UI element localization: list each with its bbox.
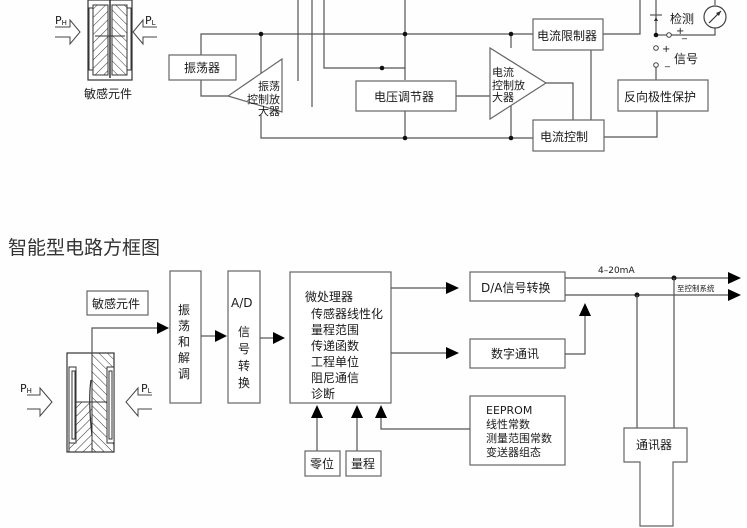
top-sensor <box>87 0 133 81</box>
detect-label: 检测 <box>670 11 694 26</box>
terminal <box>666 32 672 38</box>
span-label: 量程 <box>351 456 375 471</box>
current-amp-line3: 大器 <box>492 90 514 104</box>
oscillator-label: 振荡器 <box>184 61 220 75</box>
bottom-pl-arrow <box>125 386 152 418</box>
osc-amp-line2: 控制放 <box>247 92 280 106</box>
bottom-sensor <box>66 352 115 453</box>
ad-char: 转 <box>238 358 250 373</box>
ad-char: 号 <box>238 342 250 356</box>
communicator-label: 通讯器 <box>636 438 672 452</box>
demod-char: 调 <box>178 367 190 381</box>
arrow-right <box>728 272 741 284</box>
top-ph-arrow <box>55 18 81 46</box>
bottom-sensor-label: 敏感元件 <box>92 296 140 311</box>
diagram-title: 智能型电路方框图 <box>8 237 161 259</box>
eeprom-line: 线性常数 <box>486 417 530 431</box>
junction-dot <box>402 31 408 37</box>
arrow-right <box>728 289 741 301</box>
osc-amp-line3: 大器 <box>258 104 280 118</box>
oscillator-box <box>168 54 237 81</box>
zero-label: 零位 <box>310 456 334 471</box>
current-amp-line2: 控制放 <box>492 78 525 92</box>
signal-label: 信号 <box>674 52 698 66</box>
voltage-regulator-label: 电压调节器 <box>374 90 434 104</box>
eeprom-line: 测量范围常数 <box>486 431 552 445</box>
ad-title: A/D <box>231 296 253 310</box>
reverse-protection-label: 反向极性保护 <box>624 89 696 104</box>
demod-box <box>169 270 202 404</box>
bottom-ph-label: PH <box>20 382 32 395</box>
demod-char: 解 <box>178 351 190 365</box>
bottom-sensor-box <box>86 290 149 316</box>
junction-dot <box>258 31 264 37</box>
zero-box <box>304 450 341 477</box>
eeprom-line: EEPROM <box>486 404 532 417</box>
signal-minus: _ <box>664 57 671 68</box>
junction-dot <box>379 65 385 71</box>
detect-minus: _ <box>681 29 688 40</box>
arrow-up <box>579 303 591 316</box>
ad-box <box>227 270 261 404</box>
junction-dot <box>508 135 514 141</box>
junction-dot <box>653 32 659 38</box>
current-amp-triangle <box>489 46 548 121</box>
current-limiter-label: 电流限制器 <box>537 29 597 43</box>
current-limiter-box <box>532 18 604 51</box>
to-control-label: 至控制系统 <box>677 283 715 293</box>
da-label: D/A信号转换 <box>481 280 551 295</box>
bottom-pl-label: PL <box>141 382 152 395</box>
arrow-up <box>351 405 363 418</box>
current-amp-line1: 电流 <box>492 65 514 79</box>
top-ph-label: PH <box>55 14 67 27</box>
ammeter-icon <box>703 5 727 29</box>
da-box <box>469 271 566 302</box>
voltage-regulator-box <box>355 80 457 112</box>
osc-amp-triangle <box>226 57 283 113</box>
terminal <box>653 62 659 68</box>
current-control-label: 电流控制 <box>540 130 588 144</box>
mcu-line: 微处理器 <box>305 290 353 304</box>
eeprom-line: 变送器组态 <box>486 445 541 459</box>
digital-comm-label: 数字通讯 <box>491 346 539 361</box>
ad-char: 换 <box>238 376 250 390</box>
junction-dot <box>402 135 408 141</box>
current-control-box <box>532 119 605 152</box>
reverse-protection-box <box>617 79 709 112</box>
current-range-label: 4–20mA <box>598 266 635 276</box>
top-sensor-label: 敏感元件 <box>84 86 132 101</box>
arrow-right <box>215 330 227 342</box>
arrow-up <box>311 405 323 418</box>
mcu-line: 传感器线性化 <box>311 306 383 321</box>
junction-dot <box>508 31 514 37</box>
demod-char: 和 <box>178 335 190 349</box>
mcu-line: 传递函数 <box>311 338 359 353</box>
arrow-right <box>157 322 169 334</box>
demod-char: 荡 <box>178 319 190 333</box>
arrow-right <box>446 282 459 294</box>
mcu-line: 工程单位 <box>311 354 359 369</box>
arrow-right <box>273 332 285 344</box>
ad-char: 信 <box>238 325 250 339</box>
terminal <box>653 45 659 51</box>
span-box <box>345 450 382 477</box>
communicator-box <box>623 427 688 527</box>
top-wires <box>200 0 716 139</box>
digital-comm-box <box>469 338 566 369</box>
mcu-line: 阻尼通信 <box>311 371 359 385</box>
demod-char: 振 <box>178 303 190 317</box>
mcu-line: 诊断 <box>311 386 335 401</box>
mcu-line: 量程范围 <box>311 322 359 337</box>
top-pl-label: PL <box>145 14 156 27</box>
osc-amp-line1: 振荡 <box>258 79 280 93</box>
signal-plus: + <box>662 44 670 55</box>
mcu-box <box>289 271 392 404</box>
detect-plus: + <box>676 26 684 37</box>
top-pl-arrow <box>132 18 157 46</box>
eeprom-box <box>469 395 566 466</box>
arrow-up <box>375 405 387 418</box>
arrow-right <box>446 347 459 359</box>
bottom-ph-arrow <box>27 386 53 418</box>
